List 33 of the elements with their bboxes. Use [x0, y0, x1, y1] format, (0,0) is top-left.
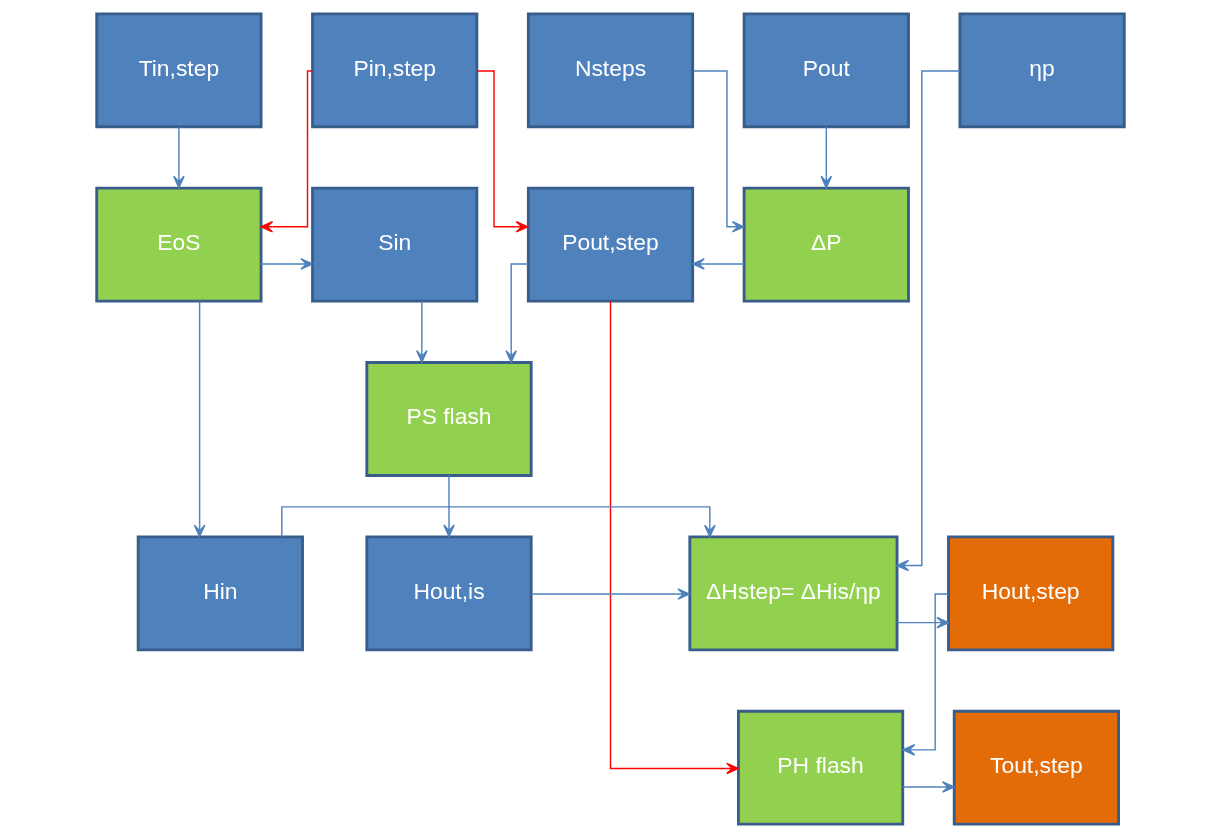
arrow [896, 70, 961, 572]
arrow [193, 300, 206, 538]
node-box: Hout,step [947, 535, 1115, 652]
arrow [530, 588, 691, 600]
arrow [820, 126, 833, 189]
arrow [692, 70, 745, 233]
node-box: PS flash [365, 361, 533, 477]
arrow [173, 126, 185, 189]
arrow [476, 70, 529, 233]
arrow [902, 593, 950, 756]
arrow [902, 781, 955, 793]
arrow [416, 300, 428, 363]
arrow [896, 616, 950, 629]
node-box: Tout,step [952, 709, 1120, 826]
node-box: Sin [311, 186, 479, 303]
node-box: Nsteps [526, 12, 695, 129]
node-box: Hout,is [365, 535, 533, 652]
node-box: Hin [136, 535, 304, 652]
arrow [692, 258, 745, 270]
node-box: PH flash [737, 709, 905, 826]
arrow [443, 474, 455, 538]
node-box: ΔP [742, 186, 910, 303]
arrow [260, 258, 314, 270]
node-box: EoS [95, 186, 263, 303]
arrow [281, 506, 716, 538]
node-box: Pout [742, 12, 910, 129]
node-box: Pin,step [311, 12, 479, 129]
arrow [609, 300, 739, 775]
node-box: Pout,step [526, 186, 695, 303]
node-box: Tin,step [95, 12, 263, 129]
node-box: ΔHstep= ΔHis/ηp [688, 535, 899, 652]
arrow [505, 263, 529, 363]
node-box: ηp [958, 12, 1126, 129]
